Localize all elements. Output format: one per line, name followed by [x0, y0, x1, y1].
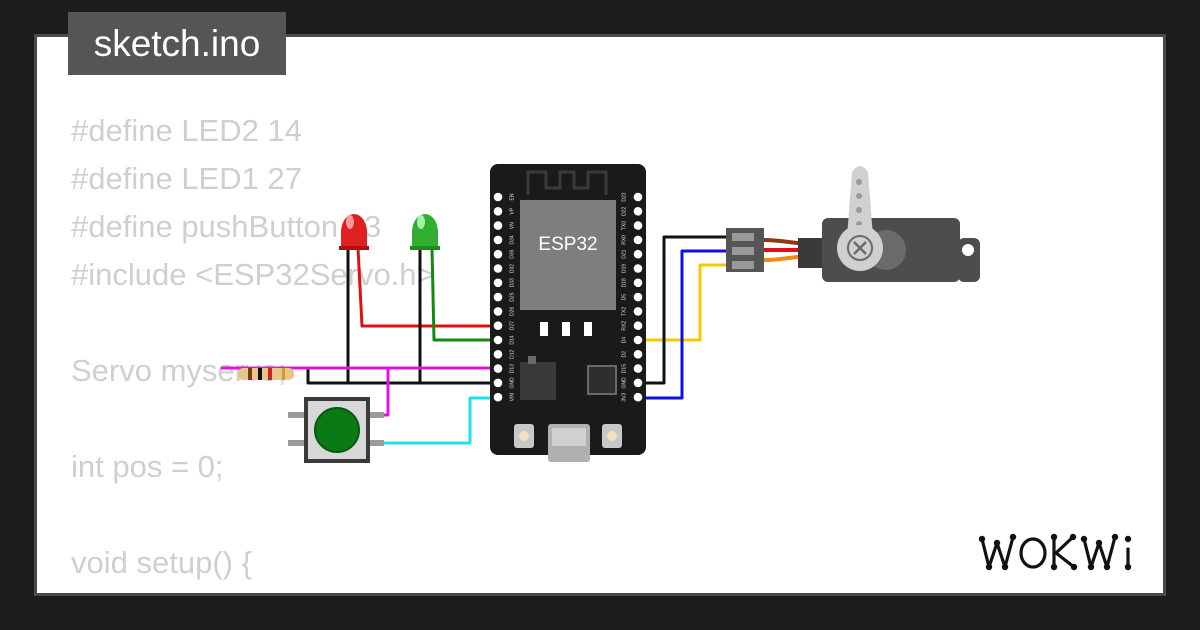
wokwi-logo	[978, 533, 1132, 571]
wire-magenta-button	[370, 368, 390, 417]
right-pin	[633, 364, 643, 373]
left-pin	[493, 264, 503, 273]
left-pin-label: D32	[509, 264, 515, 273]
left-pin-label: VP	[509, 207, 515, 214]
canvas-card: #define LED2 14#define LED1 27#define pu…	[34, 34, 1166, 596]
right-pin-label: TX2	[621, 307, 627, 316]
left-pin-label: D12	[509, 350, 515, 359]
right-pin-label: D15	[621, 364, 627, 373]
left-pin	[493, 235, 503, 245]
push-button	[288, 397, 384, 463]
left-pin-label: VIN	[509, 393, 515, 402]
right-pin-label: D23	[621, 192, 627, 201]
code-line: #define LED2 14	[71, 113, 302, 148]
right-pin	[633, 350, 643, 359]
left-pin	[493, 321, 503, 331]
antenna-trace	[526, 170, 608, 195]
left-pin	[493, 207, 503, 216]
left-pin	[493, 335, 503, 345]
right-pin-label: D18	[621, 278, 627, 287]
right-pin-label: D19	[621, 264, 627, 273]
right-pin-label: D22	[621, 207, 627, 216]
right-pin	[633, 221, 643, 230]
right-pin	[633, 392, 643, 402]
left-pin	[493, 307, 503, 316]
left-pin	[493, 278, 503, 288]
wire-red-led-d27	[356, 246, 498, 328]
left-pin	[493, 192, 503, 202]
code-line: int pos = 0;	[71, 449, 224, 484]
left-pin	[493, 364, 503, 373]
wire-blue-servo-power	[634, 249, 730, 400]
left-pin-label: D14	[509, 335, 515, 344]
left-pin	[493, 249, 503, 259]
right-pin	[633, 207, 643, 216]
right-pin	[633, 292, 643, 302]
right-pin-label: D2	[621, 351, 627, 358]
wire-yellow-servo-signal	[634, 263, 730, 342]
left-pin-label: D34	[509, 235, 515, 244]
wire-black-gnd-bus	[306, 366, 498, 385]
right-pin-label: D4	[621, 337, 627, 344]
left-pin-label: D35	[509, 249, 515, 258]
right-pin-label: D21	[621, 249, 627, 258]
code-line: void setup() {	[71, 545, 252, 580]
left-pin	[493, 221, 503, 230]
left-pin-label: D27	[509, 321, 515, 330]
left-pin-label: EN	[509, 193, 515, 200]
right-pin	[633, 378, 643, 388]
code-line: #define LED1 27	[71, 161, 302, 196]
left-pin	[493, 292, 503, 302]
led-green	[410, 214, 440, 250]
left-pin	[493, 392, 503, 402]
left-pin-label: VN	[509, 222, 515, 229]
code-preview: #define LED2 14#define LED1 27#define pu…	[71, 107, 457, 593]
right-pin-label: RX0	[621, 235, 627, 245]
right-pin-label: 3V3	[621, 393, 627, 402]
right-pin-label: GND	[621, 377, 627, 389]
left-pin-label: GND	[509, 377, 515, 389]
right-pin	[633, 307, 643, 316]
file-tab[interactable]: sketch.ino	[68, 12, 286, 75]
wire-green-led-d14	[430, 246, 498, 342]
left-pin-label: D13	[509, 364, 515, 373]
left-pin	[493, 350, 503, 359]
left-pin	[493, 378, 503, 388]
right-pin	[633, 192, 643, 202]
right-pin-label: D5	[621, 294, 627, 301]
right-pin	[633, 278, 643, 288]
right-pin-label: RX2	[621, 321, 627, 331]
servo-connector	[726, 228, 764, 272]
wire-black-servo-gnd	[634, 235, 730, 385]
left-pin-label: D25	[509, 292, 515, 301]
chip-label: ESP32	[538, 234, 597, 255]
led-red	[339, 214, 369, 250]
servo-motor	[798, 166, 980, 282]
right-pin	[633, 335, 643, 345]
code-line: #include <ESP32Servo.h>	[71, 257, 435, 292]
left-pin-label: D26	[509, 307, 515, 316]
right-pin	[633, 249, 643, 259]
left-pin-label: D33	[509, 278, 515, 287]
right-pin	[633, 235, 643, 245]
right-pin	[633, 264, 643, 273]
wire-cyan-button-vin	[370, 396, 498, 445]
right-pin-label: TX0	[621, 221, 627, 230]
right-pin	[633, 321, 643, 331]
resistor	[238, 368, 294, 380]
